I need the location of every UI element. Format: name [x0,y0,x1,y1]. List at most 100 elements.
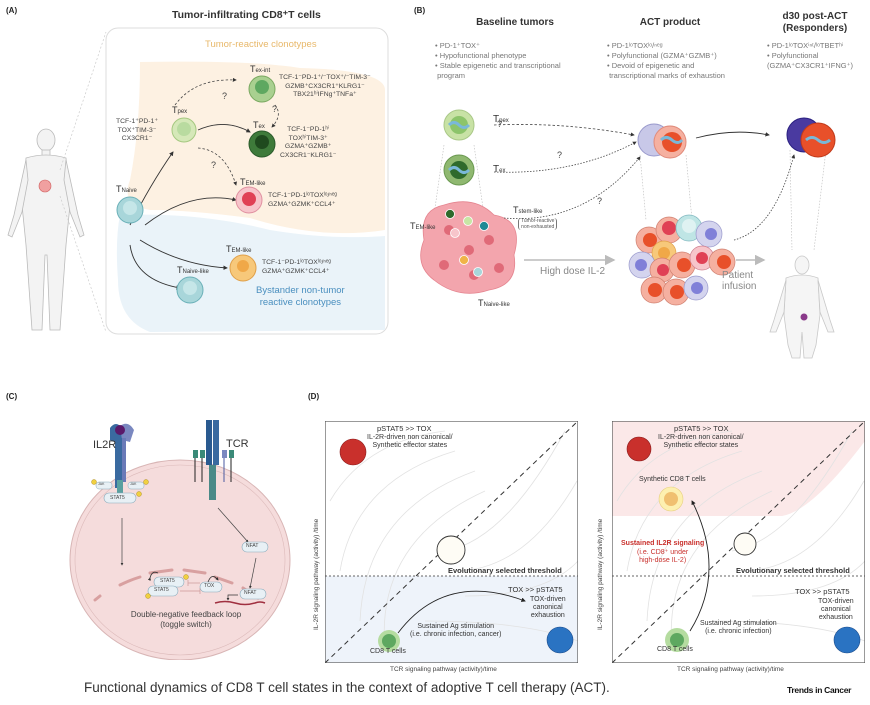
cell-ex [248,130,276,158]
right-bottom-label: TOX >> pSTAT5 [795,587,850,596]
jak-box-right [127,481,145,490]
left-cd8-label: CD8 T cells [370,648,406,655]
human-figure-icon [7,128,85,331]
bystander-label-line2: reactive clonotypes [259,297,342,308]
act-cell-icon [637,123,687,159]
cd8-cell-state [382,634,396,648]
left-x-axis-label: TCR signaling pathway (activity)/time [390,666,497,673]
cell-ex-int [248,75,276,103]
act-cluster-icon [628,214,736,306]
right-y-axis-label: IL-2R signaling pathway (activity) /time [597,518,604,630]
panel-b-diagram [420,109,836,359]
jak-label-left: JAK [98,482,105,486]
markers-pex: TCF-1⁺PD-1⁺TOX⁺TIM-3⁻CX3CR1⁻ [116,118,158,142]
left-y-axis-label: IL-2R signaling pathway (activity) /time [313,518,320,630]
stat5-dimer-label-top: STAT5 [160,578,175,584]
stat5-label: STAT5 [110,495,125,501]
tumor-icon [38,179,52,193]
panel-a-diagram [7,27,389,335]
left-bottom-label: TOX >> pSTAT5 [508,585,563,594]
question-mark: ? [497,119,503,129]
right-threshold-label: Evolutionary selected threshold [736,566,850,575]
tox-label: TOX [204,583,215,589]
patient-figure-icon [769,255,835,359]
stat5-dimer-bottom [147,585,179,597]
saddle-point [733,532,757,556]
question-mark: ? [597,196,603,206]
panel-b-label: (B) [414,6,426,15]
panel-c-label: (C) [6,392,18,401]
right-cd8-label: CD8 T cells [657,646,693,653]
left-top-desc: IL-2R-driven non canonical/Synthetic eff… [367,434,453,449]
question-mark: ? [211,160,217,170]
label-b-t-ex: Tex [493,164,506,175]
right-top-desc: IL-2R-driven non canonical/Synthetic eff… [658,434,744,449]
column-title-d30: d30 post-ACT(Responders) [782,11,848,34]
saddle-point [436,535,466,565]
tumor-mass-icon [420,201,517,294]
cell-em-like-bystander [229,254,257,282]
cell-pex [171,117,197,143]
label-t-ex-int: Tex-int [250,64,271,74]
label-b-t-stem-like: Tstem-like [513,205,543,215]
cell-em-like-tumor [235,186,263,214]
bystander-label: Bystander non-tumor reactive clonotypes [256,285,345,309]
question-mark: ? [222,91,228,101]
toggle-switch-caption: Double-negative feedback loop(toggle swi… [130,610,242,629]
left-stim-label: Sustained Ag stimulation(i.e. chronic in… [410,623,502,638]
label-t-naive: TNaive [116,184,137,194]
exhaustion-state [546,626,574,654]
phase-plot-left [325,421,578,663]
column-title-act: ACT product [639,17,701,28]
cell-pex-icon [443,109,475,141]
panel-a-label: (A) [6,6,18,15]
bullets-d30: • PD-1ˡᵒTOXⁱⁿᵗ/ˡᵒTBETʰⁱ • Polyfunctional… [767,41,854,70]
label-b-t-naive-like: TNaive-like [478,298,510,308]
nfat-box-cytoplasm [241,541,269,553]
jak-label-right: JAK [130,482,137,486]
panel-c-diagram [69,420,291,660]
synthetic-effector-state [626,436,652,462]
cell-naive-like [176,276,204,304]
right-stim-label: Sustained Ag stimulation(i.e. chronic in… [700,620,777,635]
il2r-receptor-icon [110,423,134,496]
markers-ex-int: TCF-1⁻PD-1⁺/⁻TOX⁺/⁻TIM-3⁻GZMB⁺CX3CR1⁺KLR… [279,74,371,98]
panel-d-label: (D) [308,392,320,401]
tcr-label: TCR [226,438,249,450]
tumor-reactive-label: Tumor-reactive clonotypes [205,39,317,50]
bystander-label-line1: Bystander non-tumor [256,285,345,296]
bullets-baseline: • PD-1⁺TOX⁺ • Hypofunctional phenotype •… [435,41,561,80]
column-title-baseline: Baseline tumors [476,17,554,28]
il2r-signaling-label: Sustained IL2R signaling (i.e. CD8⁺ unde… [621,540,705,564]
label-t-ex: Tex [253,120,265,130]
figure-caption: Functional dynamics of CD8 T cell states… [84,680,610,695]
stat5-box [103,492,137,504]
question-mark: ? [272,104,278,114]
synthetic-cd8-label: Synthetic CD8 T cells [639,476,706,483]
bullets-act: • PD-1ˡᵒTOXˡᵒ/ⁿᵉᵍ • Polyfunctional (GZMA… [607,41,725,80]
label-b-t-em-like: TEM-like [410,221,436,231]
nfat-label-nucleus: NFAT [244,590,257,596]
dna-icon [214,600,266,606]
stat5-dimer-label-bottom: STAT5 [154,587,169,593]
synthetic-cd8-state [664,492,678,506]
label-t-naive-like: TNaive-like [177,265,209,275]
high-dose-il2-label: High dose IL-2 [540,266,606,277]
d30-cell-icon [786,117,836,158]
left-threshold-label: Evolutionary selected threshold [448,566,562,575]
label-t-em-like-bystander: TEM-like [226,244,252,254]
jak-box-left [95,481,113,490]
label-b-t-pex: Tpex [493,114,509,125]
nfat-box-nucleus [239,588,267,600]
phase-plot-right [612,421,865,663]
synthetic-effector-state [339,438,367,466]
cd8-cell-state [670,633,684,647]
cell-ex-icon [443,154,475,186]
